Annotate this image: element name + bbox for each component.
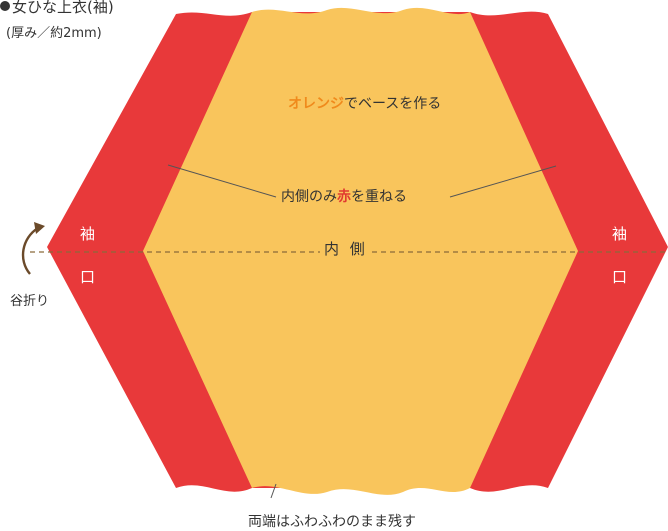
edge-note: 両端はふわふわのまま残す [248,514,416,530]
base-note-rest: でベースを作る [344,96,442,112]
red-note-red: 赤 [337,189,351,205]
title-text: 女ひな上衣(袖) [12,0,114,16]
fold-label: 谷折り [10,294,50,309]
sleeve-left-top: 袖 [80,225,96,243]
fold-arrow-icon [21,226,39,275]
fold-arrow-head-icon [34,222,45,234]
bullet-dot-icon [0,1,10,11]
sleeve-right-top: 袖 [612,225,628,243]
base-note: オレンジでベースを作る [288,93,441,113]
subtitle: (厚み／約2mm) [6,26,102,41]
red-layer-note: 内側のみ赤を重ねる [278,186,410,206]
red-note-prefix: 内側のみ [281,189,337,205]
red-note-suffix: を重ねる [351,189,407,205]
sleeve-right-bottom: 口 [612,268,628,286]
leader-line-bottom [270,483,277,499]
sleeve-left-bottom: 口 [80,268,96,286]
title: 女ひな上衣(袖) [0,0,114,17]
leader-line-left [167,164,277,198]
leader-line-right [449,165,557,198]
inner-side-label: 内 側 [320,238,372,259]
base-note-orange: オレンジ [288,96,344,112]
